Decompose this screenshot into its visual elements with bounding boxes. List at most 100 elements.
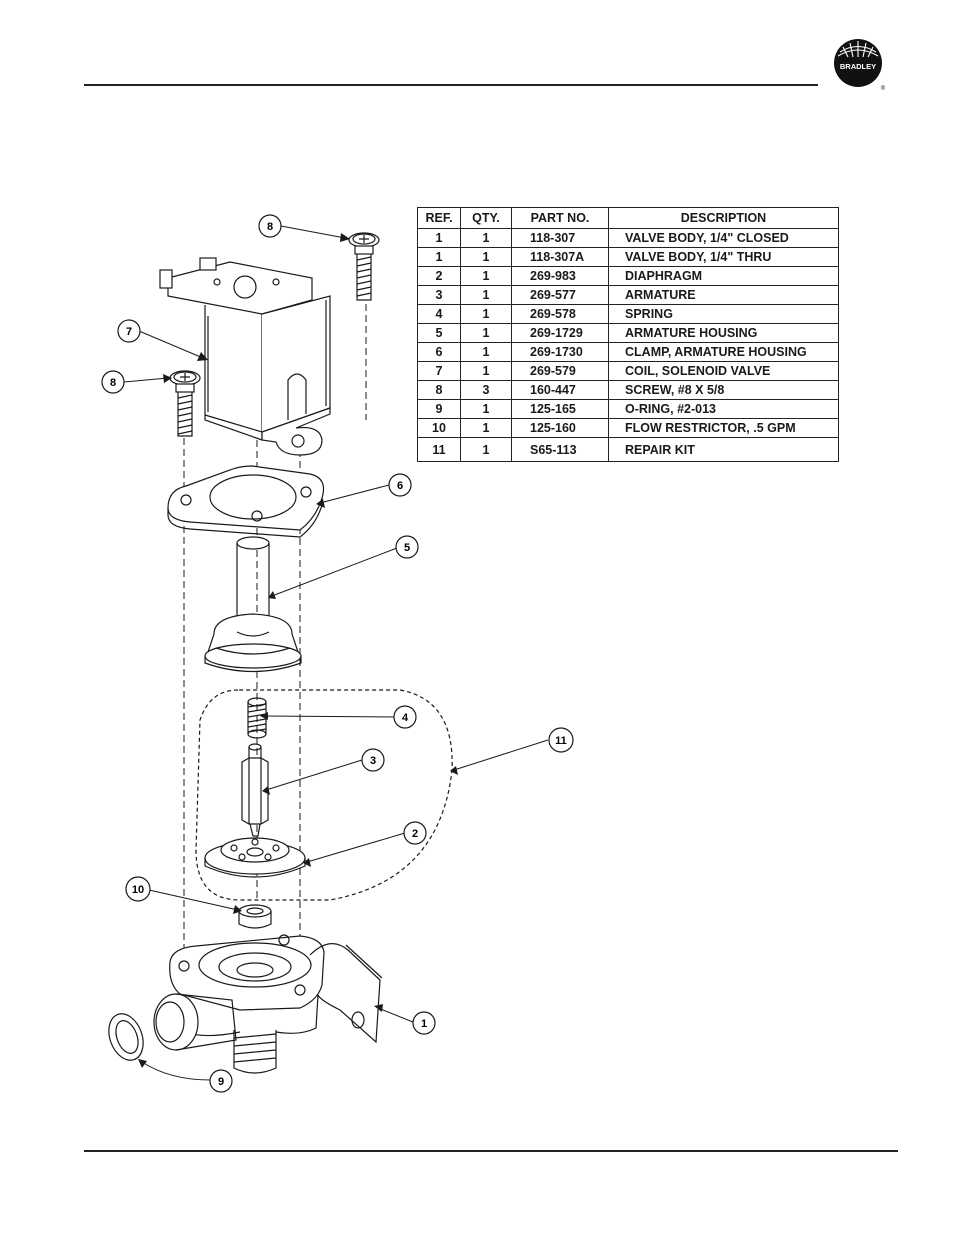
cell-part-no: 269-579 <box>511 361 609 381</box>
cell-description: O-RING, #2-013 <box>608 399 839 419</box>
cell-qty: 1 <box>460 304 512 324</box>
logo-text: BRADLEY <box>840 62 876 71</box>
valve-body <box>153 934 383 1074</box>
callout-8-top: 8 <box>258 214 282 238</box>
cell-part-no: 118-307 <box>511 228 609 248</box>
header-rule <box>84 84 818 86</box>
cell-part-no: 125-165 <box>511 399 609 419</box>
cell-description: SCREW, #8 X 5/8 <box>608 380 839 400</box>
cell-ref: 2 <box>417 266 461 286</box>
cell-part-no: 269-983 <box>511 266 609 286</box>
spring <box>247 697 267 739</box>
armature <box>241 743 269 837</box>
leader-lines <box>123 225 549 1081</box>
cell-ref: 3 <box>417 285 461 305</box>
screw-left <box>169 370 201 437</box>
bradley-logo: BRADLEY ® <box>834 39 886 92</box>
cell-qty: 1 <box>460 228 512 248</box>
cell-description: ARMATURE HOUSING <box>608 323 839 343</box>
svg-text:1: 1 <box>421 1018 427 1030</box>
cell-qty: 3 <box>460 380 512 400</box>
flow-restrictor <box>238 904 272 929</box>
repair-kit-boundary <box>195 689 453 901</box>
diaphragm <box>204 837 306 878</box>
cell-description: DIAPHRAGM <box>608 266 839 286</box>
cell-qty: 1 <box>460 418 512 438</box>
cell-qty: 1 <box>460 437 512 462</box>
cell-qty: 1 <box>460 266 512 286</box>
cell-part-no: 125-160 <box>511 418 609 438</box>
svg-text:6: 6 <box>397 480 403 492</box>
armature-housing-clamp <box>167 465 325 538</box>
cell-qty: 1 <box>460 342 512 362</box>
callout-8-left: 8 <box>101 370 125 394</box>
cell-part-no: 269-577 <box>511 285 609 305</box>
leader-arrowheads <box>138 233 458 1068</box>
svg-text:4: 4 <box>402 712 409 724</box>
cell-description: FLOW RESTRICTOR, .5 GPM <box>608 418 839 438</box>
cell-description: REPAIR KIT <box>608 437 839 462</box>
footer-rule <box>84 1150 898 1152</box>
svg-text:2: 2 <box>412 828 418 840</box>
cell-ref: 6 <box>417 342 461 362</box>
svg-text:7: 7 <box>126 326 132 338</box>
registered-mark: ® <box>881 85 886 92</box>
callout-11: 11 <box>548 727 574 753</box>
callout-3: 3 <box>361 748 385 772</box>
cell-description: ARMATURE <box>608 285 839 305</box>
header-qty: QTY. <box>460 207 512 229</box>
cell-ref: 10 <box>417 418 461 438</box>
cell-ref: 1 <box>417 247 461 267</box>
cell-ref: 5 <box>417 323 461 343</box>
svg-text:10: 10 <box>132 884 144 896</box>
cell-ref: 11 <box>417 437 461 462</box>
cell-ref: 4 <box>417 304 461 324</box>
header-part-no: PART NO. <box>511 207 609 229</box>
screw-top-right <box>348 232 380 301</box>
cell-part-no: S65-113 <box>511 437 609 462</box>
svg-text:9: 9 <box>218 1076 224 1088</box>
header-ref: REF. <box>417 207 461 229</box>
cell-ref: 9 <box>417 399 461 419</box>
cell-part-no: 269-1729 <box>511 323 609 343</box>
cell-part-no: 160-447 <box>511 380 609 400</box>
svg-text:11: 11 <box>555 735 567 747</box>
cell-description: CLAMP, ARMATURE HOUSING <box>608 342 839 362</box>
callouts: 8 7 8 6 5 4 11 3 <box>101 214 574 1093</box>
callout-6: 6 <box>388 473 412 497</box>
cell-part-no: 269-1730 <box>511 342 609 362</box>
cell-part-no: 118-307A <box>511 247 609 267</box>
cell-qty: 1 <box>460 247 512 267</box>
cell-ref: 8 <box>417 380 461 400</box>
cell-qty: 1 <box>460 323 512 343</box>
header-description: DESCRIPTION <box>608 207 839 229</box>
svg-text:5: 5 <box>404 542 410 554</box>
cell-part-no: 269-578 <box>511 304 609 324</box>
callout-1: 1 <box>412 1011 436 1035</box>
armature-housing <box>204 536 302 673</box>
cell-description: VALVE BODY, 1/4" CLOSED <box>608 228 839 248</box>
cell-description: VALVE BODY, 1/4" THRU <box>608 247 839 267</box>
svg-text:3: 3 <box>370 755 376 767</box>
callout-2: 2 <box>403 821 427 845</box>
cell-qty: 1 <box>460 399 512 419</box>
callout-5: 5 <box>395 535 419 559</box>
cell-description: COIL, SOLENOID VALVE <box>608 361 839 381</box>
solenoid-coil <box>159 257 331 456</box>
callout-10: 10 <box>125 876 151 902</box>
cell-ref: 7 <box>417 361 461 381</box>
callout-9: 9 <box>209 1069 233 1093</box>
